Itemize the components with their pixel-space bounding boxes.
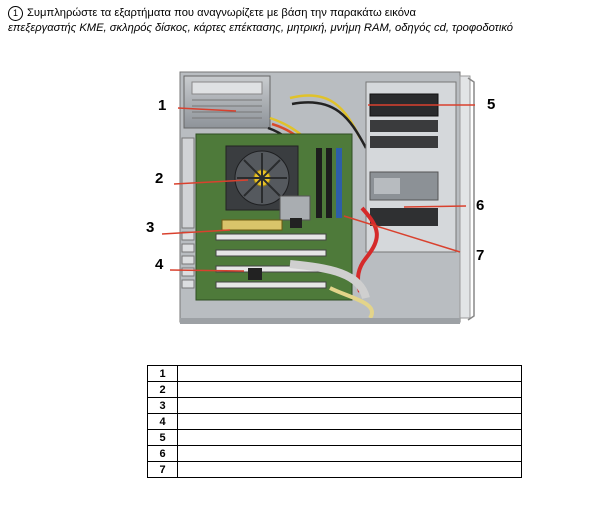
- ribbon-cable: [289, 260, 370, 300]
- instruction-line-1: 1 Συμπληρώστε τα εξαρτήματα που αναγνωρί…: [8, 6, 598, 21]
- answer-cell[interactable]: [177, 429, 522, 446]
- callout-2: 2: [155, 170, 164, 187]
- callout-7: 7: [476, 247, 485, 264]
- drive-cage: [365, 81, 457, 253]
- chipset-heatsink: [279, 195, 311, 221]
- leader-line-6: [403, 205, 467, 208]
- question-number-badge: 1: [8, 6, 23, 21]
- leader-line-1: [177, 107, 237, 112]
- instruction-text: Συμπληρώστε τα εξαρτήματα που αναγνωρίζε…: [27, 7, 416, 19]
- row-number: 5: [147, 429, 178, 446]
- answer-cell[interactable]: [177, 445, 522, 462]
- leader-line-3: [161, 229, 231, 235]
- leader-lines: [161, 104, 475, 272]
- case-side-rail: [459, 75, 471, 319]
- table-row: 6: [147, 445, 522, 462]
- callout-3: 3: [146, 219, 155, 236]
- answer-cell[interactable]: [177, 413, 522, 430]
- row-number: 2: [147, 381, 178, 398]
- leader-line-2: [173, 179, 249, 185]
- motherboard: [195, 133, 353, 301]
- pc-case-diagram: [161, 71, 475, 324]
- expansion-slots: [215, 219, 327, 289]
- case-bottom: [180, 318, 460, 324]
- answer-cell[interactable]: [177, 461, 522, 478]
- instructions: 1 Συμπληρώστε τα εξαρτήματα που αναγνωρί…: [8, 6, 598, 36]
- power-supply: [183, 75, 271, 129]
- side-panel-bracket: [467, 77, 475, 321]
- cpu-cooler: [225, 145, 299, 211]
- leader-line-4: [169, 269, 245, 272]
- row-number: 7: [147, 461, 178, 478]
- callout-6: 6: [476, 197, 485, 214]
- callout-5: 5: [487, 96, 496, 113]
- slot-covers: [181, 231, 195, 289]
- answer-cell[interactable]: [177, 381, 522, 398]
- row-number: 4: [147, 413, 178, 430]
- answer-table: 1 2 3 4 5 6 7: [147, 365, 522, 478]
- table-row: 3: [147, 397, 522, 414]
- component-word-list: επεξεργαστής ΚΜΕ, σκληρός δίσκος, κάρτες…: [8, 22, 513, 34]
- table-row: 2: [147, 381, 522, 398]
- answer-cell[interactable]: [177, 365, 522, 382]
- callout-1: 1: [158, 97, 167, 114]
- callout-4: 4: [155, 256, 164, 273]
- table-row: 5: [147, 429, 522, 446]
- answer-cell[interactable]: [177, 397, 522, 414]
- table-row: 7: [147, 461, 522, 478]
- table-row: 4: [147, 413, 522, 430]
- row-number: 6: [147, 445, 178, 462]
- table-row: 1: [147, 365, 522, 382]
- leader-line-7: [343, 215, 461, 253]
- ram-modules: [316, 148, 342, 218]
- row-number: 1: [147, 365, 178, 382]
- row-number: 3: [147, 397, 178, 414]
